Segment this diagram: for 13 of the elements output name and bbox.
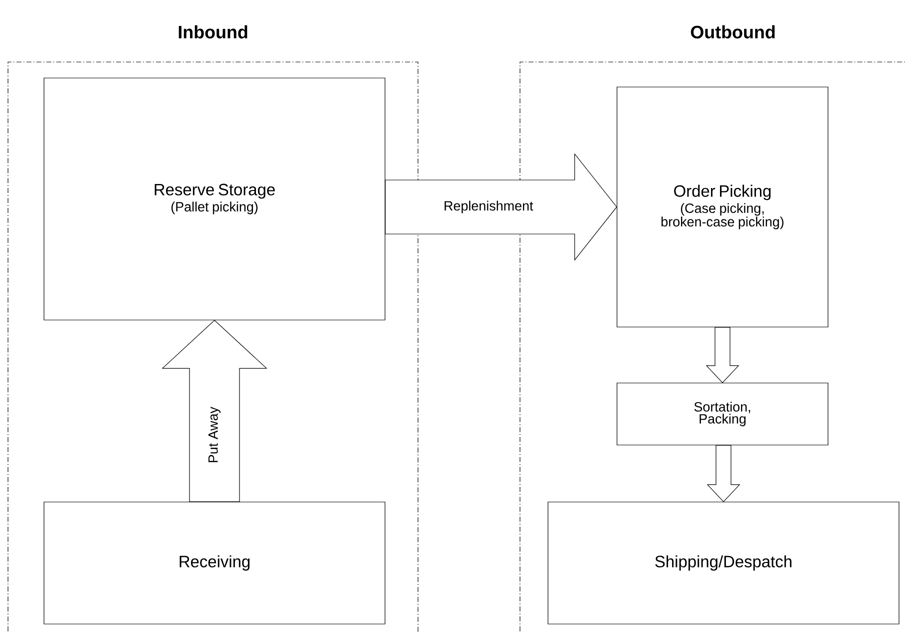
edge-label: Put Away — [208, 406, 221, 462]
process-box: Receiving — [44, 502, 386, 624]
process-box: Order Picking (Case picking, broken-case picking) — [616, 86, 828, 328]
edge-label: Replenishment — [444, 200, 534, 214]
process-box: Sortation, Packing — [616, 382, 828, 446]
block-arrow — [385, 153, 618, 261]
zone-heading: Inbound — [178, 25, 248, 38]
block-arrow — [162, 320, 268, 502]
process-box: Shipping/Despatch — [548, 502, 900, 624]
zone-heading: Outbound — [690, 25, 775, 38]
block-arrow — [706, 445, 740, 502]
process-box: Reserve Storage (Pallet picking) — [44, 78, 386, 320]
block-arrow — [706, 327, 740, 384]
